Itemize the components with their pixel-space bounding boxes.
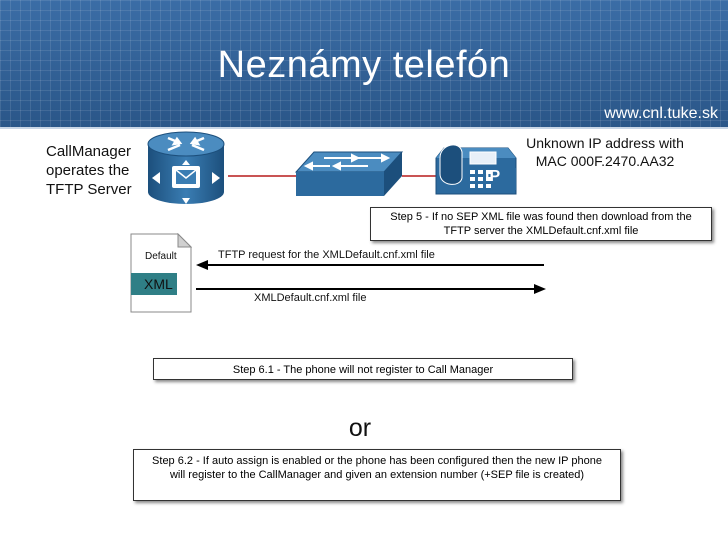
header-banner bbox=[0, 0, 728, 128]
callmanager-label-line-3: TFTP Server bbox=[46, 181, 132, 198]
header-divider bbox=[0, 127, 728, 129]
callmanager-label-line-1: CallManager bbox=[46, 143, 132, 160]
step6-2-box: Step 6.2 - If auto assign is enabled or … bbox=[133, 449, 621, 501]
file-xml-label: XML bbox=[144, 276, 173, 292]
site-url: www.cnl.tuke.sk bbox=[604, 105, 718, 122]
page-title: Neznámy telefón bbox=[217, 44, 511, 86]
step5-text: Step 5 - If no SEP XML file was found th… bbox=[390, 211, 692, 237]
phone-label-line-2: MAC 000F.2470.AA32 bbox=[535, 153, 675, 169]
ip-phone-icon bbox=[435, 144, 517, 195]
file-tab-label: Default bbox=[145, 251, 177, 262]
or-label: or bbox=[348, 414, 372, 442]
tftp-request-label: TFTP request for the XMLDefault.cnf.xml … bbox=[218, 249, 435, 261]
step6-1-text: Step 6.1 - The phone will not register t… bbox=[232, 364, 494, 376]
file-response-arrowhead bbox=[534, 284, 546, 294]
callmanager-label: CallManager operates the TFTP Server bbox=[46, 142, 132, 199]
phone-label-line-1: Unknown IP address with bbox=[526, 135, 684, 151]
callmanager-router-icon bbox=[147, 131, 225, 204]
ip-phone-badge: IP bbox=[485, 168, 501, 185]
xml-file-icon bbox=[130, 233, 192, 313]
file-response-label: XMLDefault.cnf.xml file bbox=[254, 292, 367, 304]
step6-1-box: Step 6.1 - The phone will not register t… bbox=[153, 358, 573, 380]
tftp-request-arrowhead bbox=[196, 260, 208, 270]
switch-icon bbox=[294, 151, 404, 196]
phone-label: Unknown IP address with MAC 000F.2470.AA… bbox=[490, 134, 720, 170]
step6-2-text: Step 6.2 - If auto assign is enabled or … bbox=[152, 455, 602, 481]
callmanager-label-line-2: operates the bbox=[46, 162, 130, 179]
step5-box: Step 5 - If no SEP XML file was found th… bbox=[370, 207, 712, 241]
